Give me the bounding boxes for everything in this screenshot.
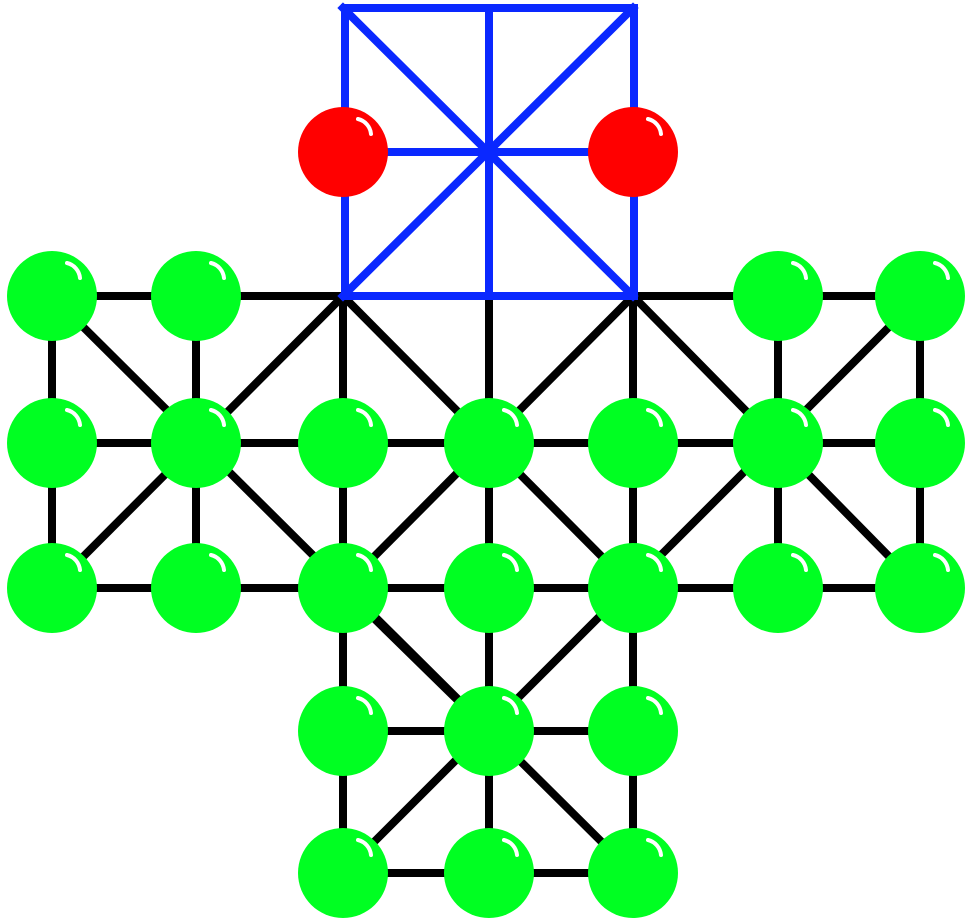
red-piece[interactable] [298, 107, 388, 197]
green-piece[interactable] [7, 543, 97, 633]
green-piece[interactable] [151, 398, 241, 488]
green-piece[interactable] [875, 398, 965, 488]
green-piece[interactable] [151, 543, 241, 633]
green-piece[interactable] [733, 543, 823, 633]
red-piece[interactable] [588, 107, 678, 197]
green-piece[interactable] [588, 686, 678, 776]
green-piece[interactable] [298, 686, 388, 776]
pieces-layer [7, 107, 965, 918]
green-piece[interactable] [298, 828, 388, 918]
green-piece[interactable] [875, 251, 965, 341]
green-piece[interactable] [7, 398, 97, 488]
green-piece[interactable] [733, 398, 823, 488]
green-piece[interactable] [733, 251, 823, 341]
green-piece[interactable] [588, 543, 678, 633]
green-piece[interactable] [444, 686, 534, 776]
green-piece[interactable] [444, 398, 534, 488]
green-piece[interactable] [151, 251, 241, 341]
green-piece[interactable] [444, 828, 534, 918]
green-piece[interactable] [588, 398, 678, 488]
green-piece[interactable] [298, 398, 388, 488]
green-piece[interactable] [875, 543, 965, 633]
green-piece[interactable] [588, 828, 678, 918]
green-piece[interactable] [298, 543, 388, 633]
green-piece[interactable] [7, 251, 97, 341]
green-piece[interactable] [444, 543, 534, 633]
